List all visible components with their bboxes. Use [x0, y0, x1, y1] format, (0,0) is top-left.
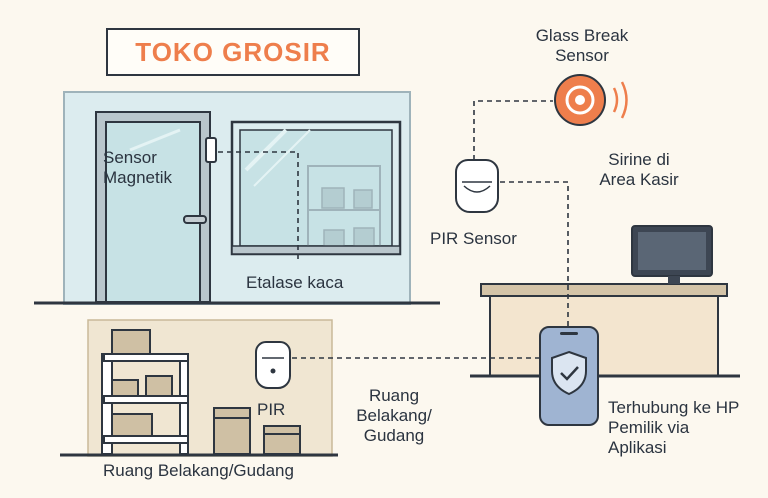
glass-break-sensor-icon [554, 74, 628, 126]
magnetic-sensor-icon [205, 137, 217, 163]
glass-break-sensor-label: Glass Break Sensor [520, 26, 644, 66]
back-room-label-text: Ruang Belakang/ Gudang [356, 386, 432, 445]
pir-sensor-label: PIR Sensor [430, 229, 517, 248]
back-room-label: Ruang Belakang/ Gudang [348, 386, 440, 446]
back-room-caption: Ruang Belakang/Gudang [103, 461, 294, 480]
magnetic-sensor-label: Sensor Magnetik [103, 148, 199, 188]
glass-display-window [230, 120, 402, 256]
magnetic-sensor-label-text: Sensor Magnetik [103, 148, 172, 187]
back-room-pir-label: PIR [257, 400, 286, 419]
siren-label: Sirine di Area Kasir [596, 150, 682, 190]
glass-display-label: Etalase kaca [246, 273, 344, 292]
box-icon [111, 329, 301, 455]
cashier-counter [470, 283, 740, 378]
page-title: TOKO GROSIR [106, 28, 360, 76]
shield-check-icon [551, 350, 587, 396]
monitor-icon [631, 225, 713, 284]
glass-break-sensor-label-text: Glass Break Sensor [535, 26, 629, 65]
pir-sensor-icon [455, 159, 499, 213]
phone-connection-label-text: Terhubung ke HP Pemilik via Aplikasi [608, 398, 740, 457]
connection-lines [218, 100, 569, 359]
phone-connection-label: Terhubung ke HP Pemilik via Aplikasi [608, 398, 746, 458]
shelf-icon [101, 353, 189, 455]
siren-label-text: Sirine di Area Kasir [599, 150, 679, 189]
pir-sensor-icon [255, 341, 291, 389]
shop-door [95, 111, 211, 303]
